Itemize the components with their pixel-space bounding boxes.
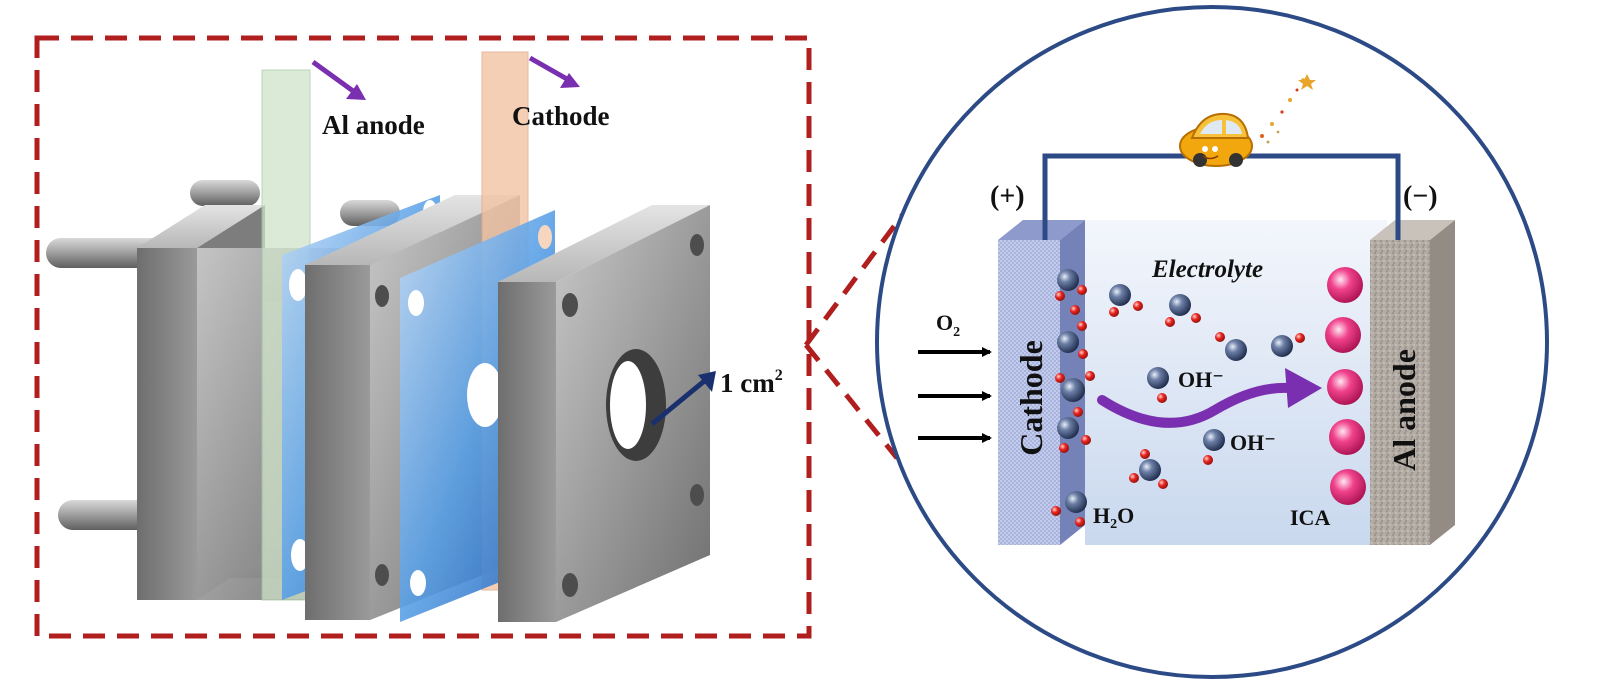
label-ica: ICA <box>1290 505 1330 530</box>
label-active-area: 1 cm2 <box>720 367 783 398</box>
cathode-electrode <box>998 220 1085 545</box>
label-o2-sub: 2 <box>953 325 960 340</box>
label-area-exponent: 2 <box>775 367 783 384</box>
label-area-value: 1 cm <box>720 368 775 398</box>
molecule-cluster-cathode <box>1051 269 1095 527</box>
oxygen-inflow-arrows <box>918 347 992 443</box>
label-negative-terminal: (−) <box>1403 181 1438 212</box>
label-o2-main: O <box>936 310 953 335</box>
label-water-h: H <box>1093 503 1110 528</box>
label-al-anode-electrode: Al anode <box>1386 349 1422 471</box>
label-positive-terminal: (+) <box>990 181 1025 212</box>
label-hydroxide-2: OH⁻ <box>1230 430 1276 455</box>
zoom-line-bottom <box>804 343 899 460</box>
label-al-anode: Al anode <box>322 110 425 140</box>
label-cathode: Cathode <box>512 101 610 131</box>
label-water-sub: 2 <box>1110 517 1117 532</box>
arrow-area <box>650 371 716 426</box>
label-water: H2O <box>1093 503 1134 532</box>
molecules-electrolyte <box>1109 284 1305 489</box>
sparkle-icon <box>1260 74 1316 144</box>
label-o2: O2 <box>936 310 960 340</box>
arrow-cathode <box>528 55 580 88</box>
front-plate <box>498 205 710 622</box>
label-cathode-electrode: Cathode <box>1013 340 1049 456</box>
label-electrolyte: Electrolyte <box>1151 256 1263 283</box>
arrow-al-anode <box>311 59 366 100</box>
ion-transport-arrow <box>1097 368 1322 428</box>
ica-ions <box>1325 267 1366 505</box>
label-hydroxide-1: OH⁻ <box>1178 367 1224 392</box>
car-icon <box>1179 112 1253 167</box>
label-water-o: O <box>1117 503 1134 528</box>
al-anode-electrode <box>1370 220 1455 545</box>
